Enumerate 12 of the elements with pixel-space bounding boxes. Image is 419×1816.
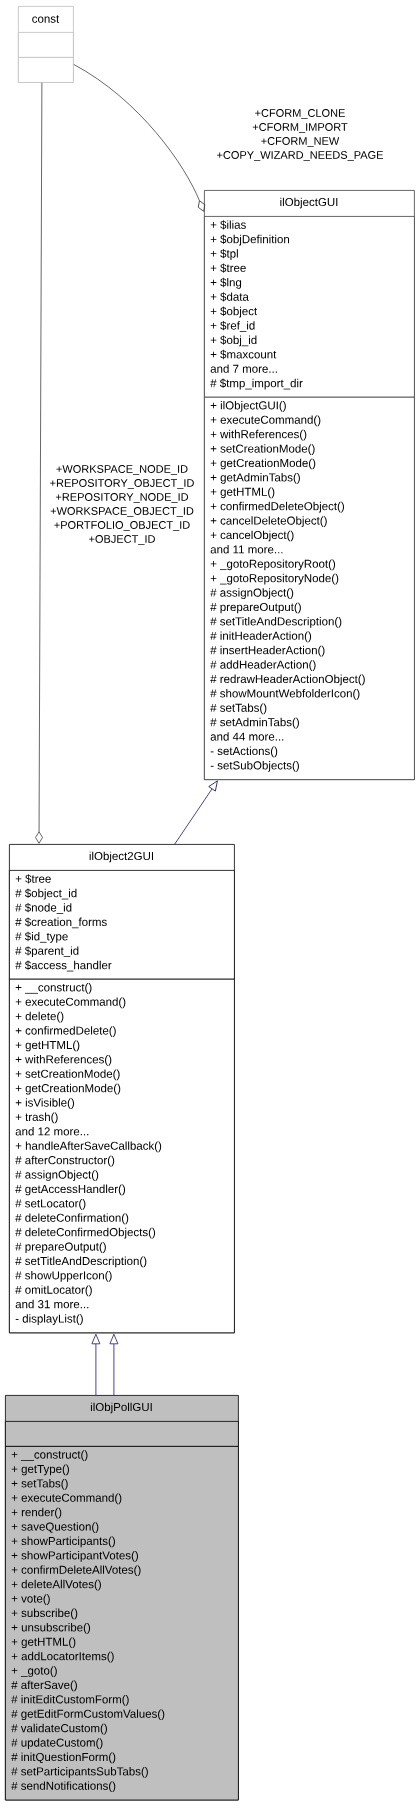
inheritance-arrow	[109, 1333, 119, 1396]
compartment	[18, 32, 74, 58]
edge-label: +WORKSPACE_NODE_ID +REPOSITORY_OBJECT_ID +REPOSITORY_NODE_ID +WORKSPACE_OBJECT_ID +PORTFOLIO_OBJECT_ID +OBJECT_ID	[50, 465, 194, 545]
association-line	[73, 64, 206, 212]
member-list: + $tree # $object_id # $node_id # $creation_forms # $id_type # $parent_id # $access_handler	[9, 870, 235, 980]
compartment	[18, 57, 74, 83]
edge-label: +CFORM_CLONE +CFORM_IMPORT +CFORM_NEW +COPY_WIZARD_NEEDS_PAGE	[217, 109, 383, 161]
association-line	[35, 82, 43, 844]
compartment	[5, 1421, 239, 1447]
inheritance-arrow	[174, 780, 218, 845]
member-list: + $ilias + $objDefinition + $tpl + $tree + $lng + $data + $object + $ref_id + $obj_id + $maxcount and 7 more... # $tmp_import_dir	[204, 216, 415, 398]
inheritance-arrow	[91, 1333, 101, 1396]
